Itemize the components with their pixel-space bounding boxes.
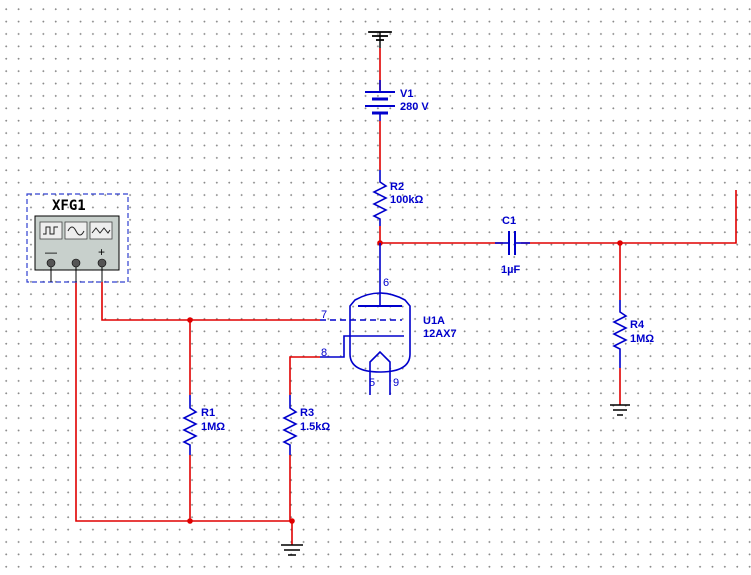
r1-ref: R1 [201, 407, 215, 419]
xfg-common-jack[interactable] [71, 258, 81, 268]
r4-value: 1MΩ [630, 333, 654, 345]
resistor-r2[interactable] [372, 170, 388, 226]
triangle-wave-icon[interactable] [89, 221, 113, 240]
wire-xfg-com-bottom[interactable] [75, 282, 292, 522]
wire-c1-output[interactable] [521, 190, 737, 244]
u1a-pin-heater-b: 9 [393, 377, 399, 389]
u1a-ref: U1A [423, 315, 445, 327]
triode-u1a[interactable] [320, 243, 411, 395]
xfg-plus-sign: + [98, 245, 105, 259]
junction-grid [187, 317, 193, 323]
u1a-pin-plate: 6 [383, 277, 389, 289]
capacitor-c1[interactable] [495, 231, 530, 255]
v1-value: 280 V [400, 101, 429, 113]
u1a-pin-cathode: 8 [321, 347, 327, 359]
r3-value: 1.5kΩ [300, 421, 330, 433]
u1a-value: 12AX7 [423, 328, 457, 340]
ground-bottom[interactable] [281, 544, 303, 556]
r4-ref: R4 [630, 319, 645, 331]
wires [75, 48, 737, 545]
ground-top[interactable] [368, 31, 392, 48]
ground-r4[interactable] [610, 404, 630, 416]
junction-bottom-r3 [289, 518, 295, 524]
wire-xfg-plus-grid[interactable] [101, 282, 320, 321]
square-wave-icon[interactable] [39, 221, 63, 240]
resistor-r4[interactable] [612, 300, 628, 368]
battery-v1[interactable] [365, 80, 395, 121]
u1a-pin-heater-a: 5 [369, 377, 375, 389]
wire-cathode-r3[interactable] [289, 356, 320, 395]
c1-value: 1µF [501, 264, 520, 276]
r3-ref: R3 [300, 407, 314, 419]
function-generator-xfg1[interactable] [26, 193, 129, 283]
xfg-minus-sign: — [45, 245, 57, 259]
r2-ref: R2 [390, 181, 404, 193]
resistor-r1[interactable] [182, 395, 198, 455]
junction-bottom-r1 [187, 518, 193, 524]
u1a-pin-grid: 7 [321, 309, 327, 321]
xfg1-ref: XFG1 [52, 198, 86, 214]
r1-value: 1MΩ [201, 421, 225, 433]
c1-ref: C1 [502, 215, 516, 227]
r2-value: 100kΩ [390, 194, 423, 206]
resistor-r3[interactable] [282, 395, 298, 455]
junctions [187, 240, 623, 524]
xfg-minus-jack[interactable] [46, 258, 56, 268]
xfg-plus-jack[interactable] [97, 258, 107, 268]
junction-output [617, 240, 623, 246]
v1-ref: V1 [400, 88, 413, 100]
